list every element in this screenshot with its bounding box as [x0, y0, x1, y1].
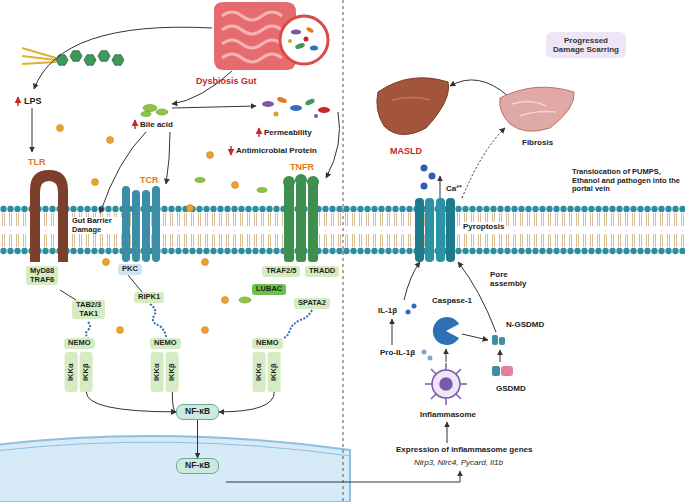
signal-arrow [219, 392, 274, 412]
label-text: Expression of inflammasome genes [396, 445, 533, 454]
node-text: NF-κB [185, 407, 210, 417]
stage-box: Progressed Damage Scarring [546, 32, 626, 58]
adaptor-box: TRAF2/5 [262, 266, 300, 277]
lps-molecule [22, 48, 124, 65]
caspase-symbol [433, 317, 459, 345]
node-text: IKKα [255, 354, 264, 390]
node-text: PKC [122, 265, 138, 274]
node-text: IKKα [67, 354, 76, 390]
node-text: NEMO [68, 339, 91, 348]
label-text: TCR [140, 175, 159, 185]
ikk-box: IKKα [65, 352, 78, 392]
node-text: NEMO [154, 339, 177, 348]
label-text: TNFR [290, 162, 314, 172]
ikk-box: IKKα [151, 352, 164, 392]
node-text: RIPK1 [138, 293, 160, 302]
node-text: IKKα [153, 354, 162, 390]
label-text: TLR [28, 157, 46, 167]
label-text: Ca²⁺ [446, 184, 462, 193]
inflammasome-icon [425, 363, 467, 405]
label-text: Nlrp3, Nlrc4, Pycard, Il1b [414, 458, 503, 467]
label-text: GSDMD [496, 384, 526, 393]
bile-acid [141, 105, 267, 304]
label-text: IL-1β [378, 306, 397, 315]
tlr-receptor [30, 170, 68, 262]
kinase-box: RIPK1 [134, 292, 164, 303]
liver-fibrosis [500, 87, 574, 131]
node-text: NEMO [256, 339, 279, 348]
node-text: Progressed Damage Scarring [550, 36, 622, 54]
label-text: Pore assembly [490, 270, 532, 288]
node-text: LUBAC [256, 285, 282, 294]
nucleus [0, 436, 350, 502]
label-text: Permeability [264, 128, 312, 137]
node-text: TRADD [309, 267, 335, 276]
kinase-box: PKC [118, 264, 142, 275]
tnfr-receptor [283, 174, 319, 262]
pamp-dots [57, 125, 239, 334]
calcium-ions [421, 165, 436, 190]
label-text: MASLD [390, 146, 422, 156]
node-text: SPATA2 [298, 299, 326, 308]
label-text: Caspase-1 [432, 296, 472, 305]
node-text: IKKβ [270, 354, 279, 390]
gasdermin-pore [415, 198, 455, 262]
transcription-factor: NF-κB [176, 458, 219, 474]
change-indicators [18, 97, 259, 155]
flow-arrows [32, 27, 508, 482]
label-text: LPS [24, 96, 42, 106]
node-text: TRAF2/5 [266, 267, 296, 276]
ubiquitin-chain [86, 304, 312, 338]
adaptor-box: TRADD [305, 266, 339, 277]
label-text: Pro-IL-1β [380, 348, 415, 357]
ligase-box: LUBAC [252, 284, 286, 295]
label-text: Dysbiosis Gut [196, 76, 257, 86]
ikk-box: IKKα [253, 352, 266, 392]
node-text: TRAF6 [30, 276, 54, 285]
gut-illustration [214, 2, 328, 70]
adaptor-box: MyD88TRAF6 [26, 266, 58, 285]
label-text: Translocation of PUMPS, Ethanol and path… [572, 168, 680, 194]
bacteria-cluster [262, 96, 330, 118]
nemo-box: NEMO [252, 338, 283, 349]
divider-line [343, 0, 344, 502]
label-text: Pyroptosis [462, 222, 505, 231]
ikk-box: IKKβ [166, 352, 179, 392]
liver-masld [377, 78, 449, 135]
gsdmd-pieces [492, 335, 513, 376]
node-text: TAB2/3 [76, 301, 101, 310]
label-text: N-GSDMD [506, 320, 544, 329]
node-text: IKKβ [168, 354, 177, 390]
node-text: IKKβ [82, 354, 91, 390]
adaptor-box: SPATA2 [294, 298, 330, 309]
node-text: TAK1 [76, 310, 101, 319]
signal-arrow [86, 392, 176, 412]
label-text: Inflammasome [420, 410, 476, 419]
label-text: Fibrosis [522, 138, 553, 147]
label-text: Bile acid [140, 120, 173, 129]
node-text: NF-κB [185, 461, 210, 471]
node-text: MyD88 [30, 267, 54, 276]
label-text: Antimicrobial Protein [236, 146, 317, 155]
label-text: Gut Barrier Damage [71, 217, 122, 234]
transcription-factor: NF-κB [176, 404, 219, 420]
nemo-box: NEMO [64, 338, 95, 349]
ikk-box: IKKβ [80, 352, 93, 392]
signal-arrow [197, 420, 198, 458]
kinase-box: TAB2/3TAK1 [72, 300, 105, 319]
nemo-box: NEMO [150, 338, 181, 349]
ikk-box: IKKβ [268, 352, 281, 392]
tcr-receptor [122, 186, 160, 262]
